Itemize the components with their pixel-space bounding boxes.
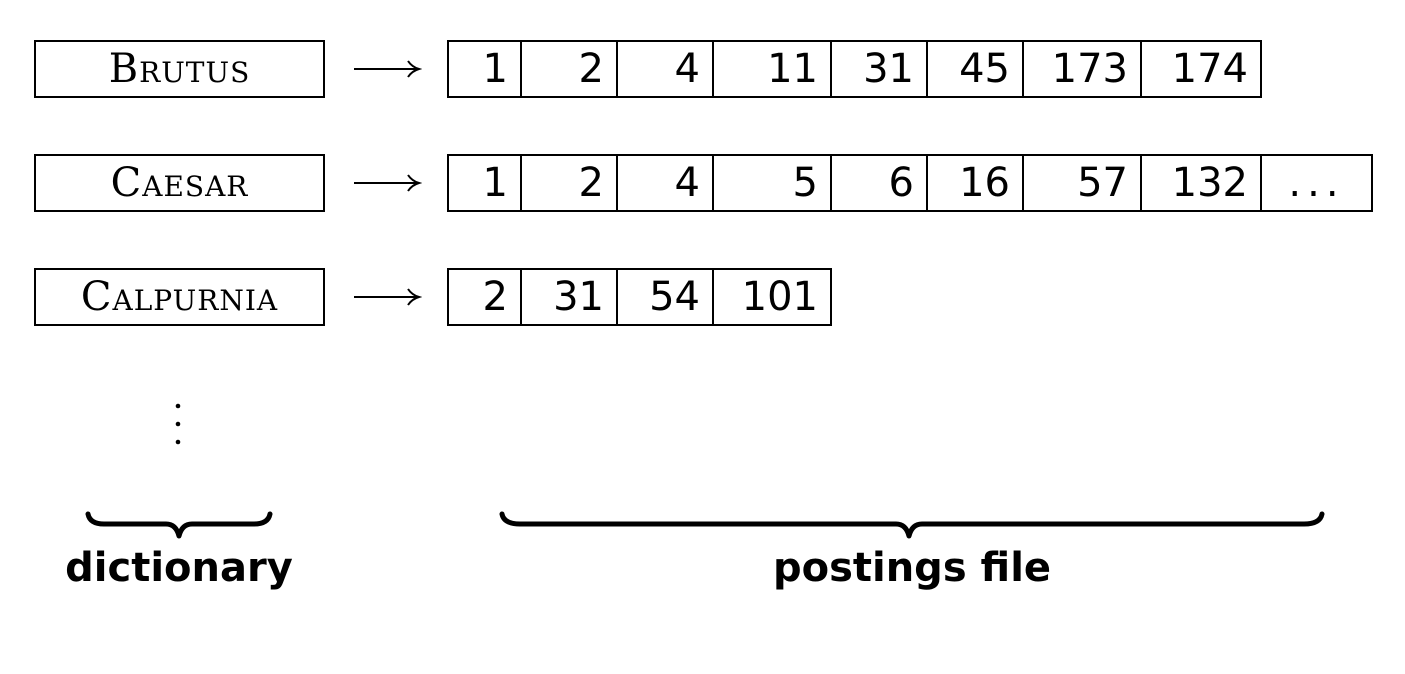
posting-cell: 31 [830, 40, 928, 98]
posting-cell: 4 [616, 40, 714, 98]
posting-cell: 2 [520, 40, 618, 98]
posting-cell: 2 [447, 268, 522, 326]
posting-cell: 45 [926, 40, 1024, 98]
dictionary-term-caesar: Caesar [34, 154, 325, 212]
posting-cell: 5 [712, 154, 832, 212]
posting-cell: 11 [712, 40, 832, 98]
posting-cell: 57 [1022, 154, 1142, 212]
dictionary-brace-icon [85, 511, 273, 539]
postings-file-brace-icon [499, 511, 1325, 539]
posting-cell: ... [1260, 154, 1373, 212]
dictionary-term-calpurnia: Calpurnia [34, 268, 325, 326]
pointer-arrow-icon [354, 174, 422, 192]
posting-cell: 31 [520, 268, 618, 326]
posting-cell: 1 [447, 40, 522, 98]
term-label: Caesar [110, 160, 249, 206]
dictionary-term-brutus: Brutus [34, 40, 325, 98]
term-label: Brutus [108, 46, 251, 92]
posting-cell: 54 [616, 268, 714, 326]
posting-cell: 101 [712, 268, 832, 326]
posting-cell: 16 [926, 154, 1024, 212]
posting-cell: 2 [520, 154, 618, 212]
dictionary-label: dictionary [65, 545, 293, 591]
posting-cell: 173 [1022, 40, 1142, 98]
term-label: Calpurnia [80, 274, 279, 320]
posting-cell: 174 [1140, 40, 1262, 98]
posting-cell: 6 [830, 154, 928, 212]
pointer-arrow-icon [354, 288, 422, 306]
posting-cell: 4 [616, 154, 714, 212]
pointer-arrow-icon [354, 60, 422, 78]
postings-file-label: postings file [772, 545, 1052, 591]
posting-cell: 132 [1140, 154, 1262, 212]
posting-cell: 1 [447, 154, 522, 212]
vertical-ellipsis-icon [175, 403, 181, 445]
